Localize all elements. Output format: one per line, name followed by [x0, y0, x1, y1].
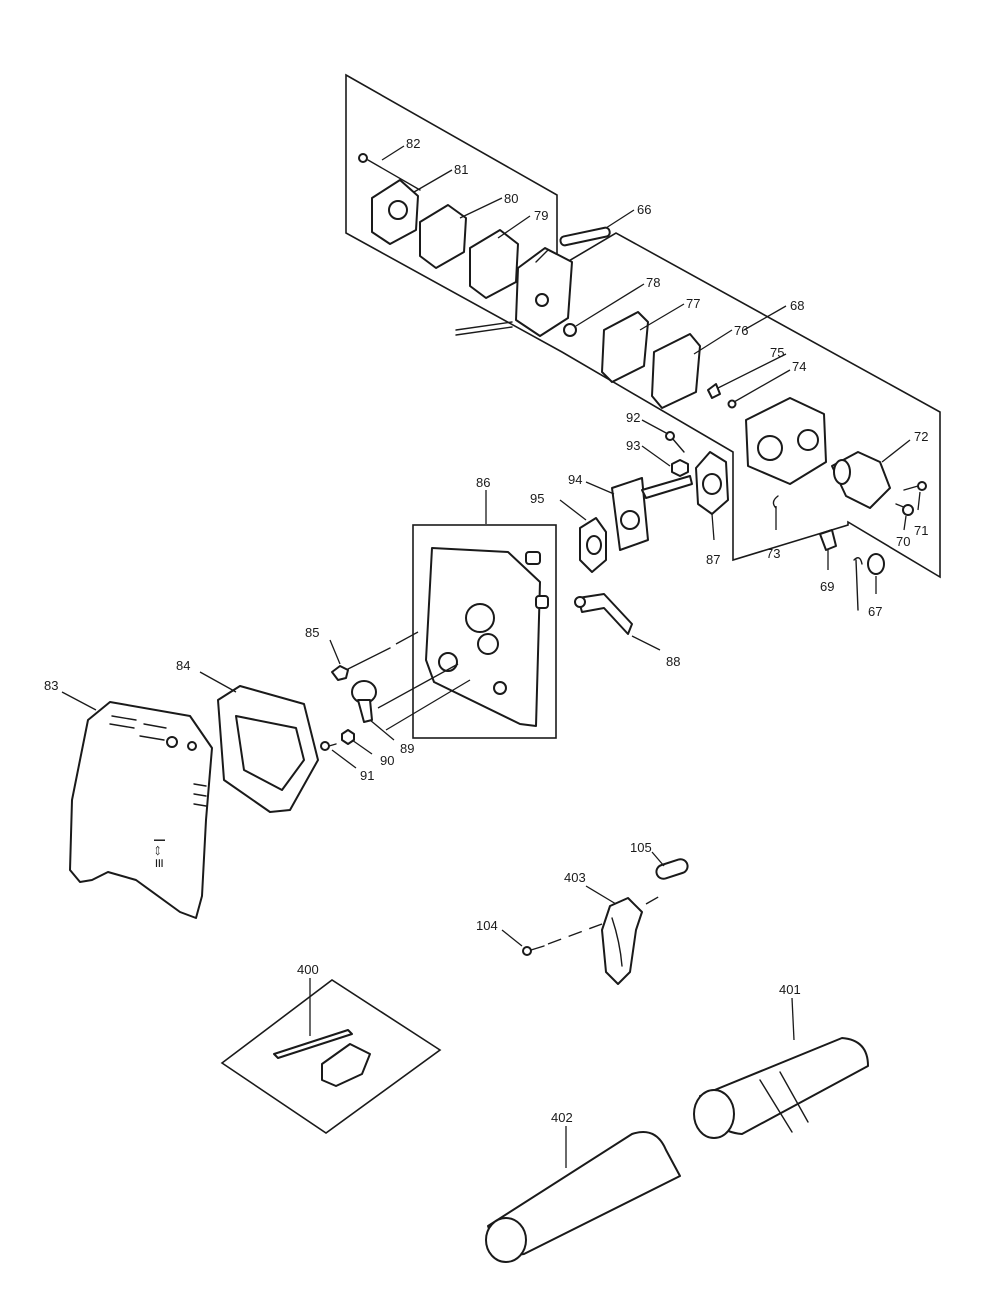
gasket-80 — [419, 204, 467, 269]
tool-kit-panel — [220, 979, 442, 1134]
ring-74 — [727, 399, 737, 409]
callout-70: 70 — [896, 534, 910, 549]
gasket-76 — [651, 333, 701, 409]
callout-105: 105 — [630, 840, 652, 855]
bolt-85 — [331, 647, 391, 681]
plug-78 — [563, 323, 577, 337]
screw-91 — [320, 741, 337, 751]
screw-104 — [522, 945, 545, 956]
callout-67: 67 — [868, 604, 882, 619]
callout-82: 82 — [406, 136, 420, 151]
callout-labels: 82 81 80 79 66 78 68 77 76 75 74 92 93 7… — [44, 136, 928, 1125]
callout-85: 85 — [305, 625, 319, 640]
callout-75: 75 — [770, 345, 784, 360]
pump-plate-77 — [601, 311, 649, 383]
nozzle-402 — [485, 1131, 681, 1263]
callout-68: 68 — [790, 298, 804, 313]
callout-88: 88 — [666, 654, 680, 669]
leader-lines — [61, 145, 921, 1168]
callout-402: 402 — [551, 1110, 573, 1125]
screw-82 — [358, 153, 421, 191]
callout-66: 66 — [637, 202, 651, 217]
callout-86: 86 — [476, 475, 490, 490]
air-filter-84 — [217, 685, 319, 813]
callout-89: 89 — [400, 741, 414, 756]
nut-90 — [341, 729, 355, 745]
callout-81: 81 — [454, 162, 468, 177]
handle-grip-403 — [601, 897, 643, 985]
callout-104: 104 — [476, 918, 498, 933]
callout-93: 93 — [626, 438, 640, 453]
screw-71 — [903, 481, 927, 491]
clip-73 — [772, 495, 779, 509]
pin-66 — [559, 226, 611, 247]
carburetor-body — [515, 247, 573, 337]
callout-73: 73 — [766, 546, 780, 561]
callout-92: 92 — [626, 410, 640, 425]
spacer-box-panel — [412, 524, 557, 739]
callout-94: 94 — [568, 472, 582, 487]
callout-76: 76 — [734, 323, 748, 338]
needle-75 — [707, 383, 721, 399]
pipe-401 — [693, 1037, 869, 1139]
screw-70 — [895, 503, 914, 516]
diaphragm-79 — [469, 229, 519, 299]
callout-72: 72 — [914, 429, 928, 444]
lever-88 — [574, 593, 633, 635]
pipe-105 — [655, 858, 689, 880]
callout-90: 90 — [380, 753, 394, 768]
callout-87: 87 — [706, 552, 720, 567]
air-cleaner-cover-83 — [69, 701, 213, 919]
callout-83: 83 — [44, 678, 58, 693]
seal-67 — [867, 553, 885, 575]
callout-77: 77 — [686, 296, 700, 311]
callout-84: 84 — [176, 658, 190, 673]
choke-plate-89 — [351, 680, 377, 723]
adjusting-screw-69 — [819, 529, 837, 551]
callout-69: 69 — [820, 579, 834, 594]
callout-401: 401 — [779, 982, 801, 997]
callout-95: 95 — [530, 491, 544, 506]
callout-74: 74 — [792, 359, 806, 374]
nut-93 — [671, 459, 689, 477]
cover-symbol: I⇔≡ — [150, 838, 167, 868]
callout-78: 78 — [646, 275, 660, 290]
callout-91: 91 — [360, 768, 374, 783]
screw-92 — [665, 431, 685, 453]
callout-80: 80 — [504, 191, 518, 206]
callout-400: 400 — [297, 962, 319, 977]
tool-kit-400 — [273, 1029, 371, 1087]
callout-403: 403 — [564, 870, 586, 885]
air-cleaner-base-86 — [425, 547, 549, 727]
callout-79: 79 — [534, 208, 548, 223]
carburetor-block-68 — [745, 397, 827, 485]
callout-71: 71 — [914, 523, 928, 538]
